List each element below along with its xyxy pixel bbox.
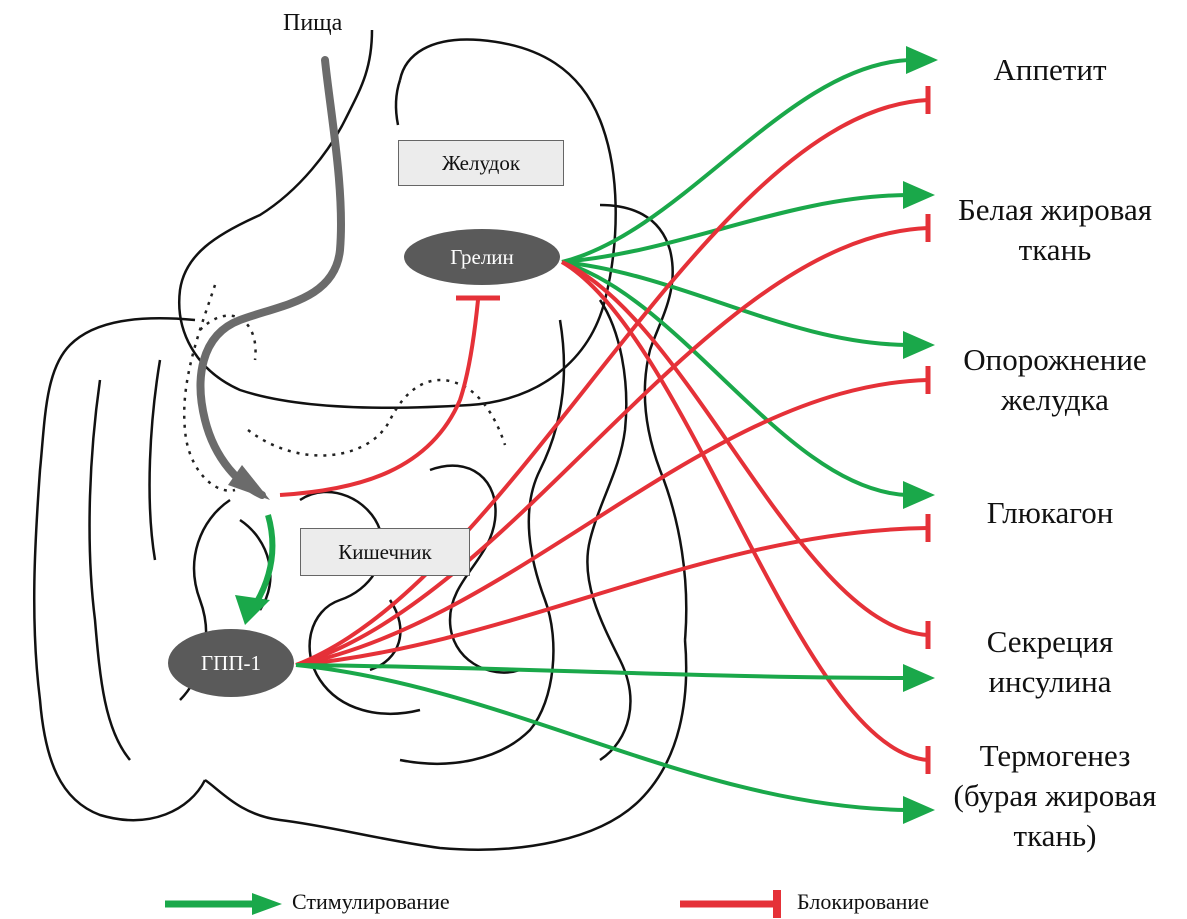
target-thermogenesis: Термогенез (бурая жировая ткань) (935, 736, 1175, 856)
ghrelin-block-arrow-4 (562, 262, 928, 635)
legend-stimulate-label: Стимулирование (292, 889, 450, 915)
glp1-inhibits-ghrelin (280, 298, 500, 495)
legend-stimulate-arrowhead (252, 893, 282, 915)
glp1-stimulate-arrow-5 (296, 665, 907, 810)
ghrelin-stimulate-arrowhead-0 (906, 46, 938, 74)
glp1-label: ГПП-1 (201, 651, 261, 676)
glp1-stimulate-arrowhead-4 (903, 664, 935, 692)
target-glucagon: Глюкагон (950, 493, 1150, 533)
glp1-stimulate-arrow-4 (296, 665, 907, 678)
stomach-outline (179, 30, 615, 408)
stomach-label: Желудок (442, 151, 520, 176)
stomach-label-box: Желудок (398, 140, 564, 186)
intestine-label-box: Кишечник (300, 528, 470, 576)
ghrelin-stimulate-arrowhead-1 (903, 181, 935, 209)
dotted-outline (184, 285, 505, 491)
legend-block-label: Блокирование (797, 889, 929, 915)
effect-arrows (296, 46, 938, 824)
legend-marks (165, 890, 777, 918)
ghrelin-stimulate-arrow-2 (562, 262, 907, 345)
target-appetite: Аппетит (960, 50, 1140, 90)
ghrelin-label: Грелин (450, 245, 514, 270)
glp1-node: ГПП-1 (168, 629, 294, 697)
intestine-label: Кишечник (338, 540, 431, 565)
ghrelin-stimulate-arrowhead-2 (903, 331, 935, 359)
ghrelin-node: Грелин (404, 229, 560, 285)
glp1-stimulate-arrowhead-5 (903, 796, 935, 824)
food-label: Пища (283, 10, 342, 37)
ghrelin-stimulate-arrowhead-3 (903, 481, 935, 509)
target-gastric-emptying: Опорожнение желудка (935, 340, 1175, 420)
glp1-block-arrow-1 (296, 228, 928, 665)
food-path (201, 60, 341, 500)
target-white-fat: Белая жировая ткань (935, 190, 1175, 270)
target-insulin-secretion: Секреция инсулина (950, 622, 1150, 702)
